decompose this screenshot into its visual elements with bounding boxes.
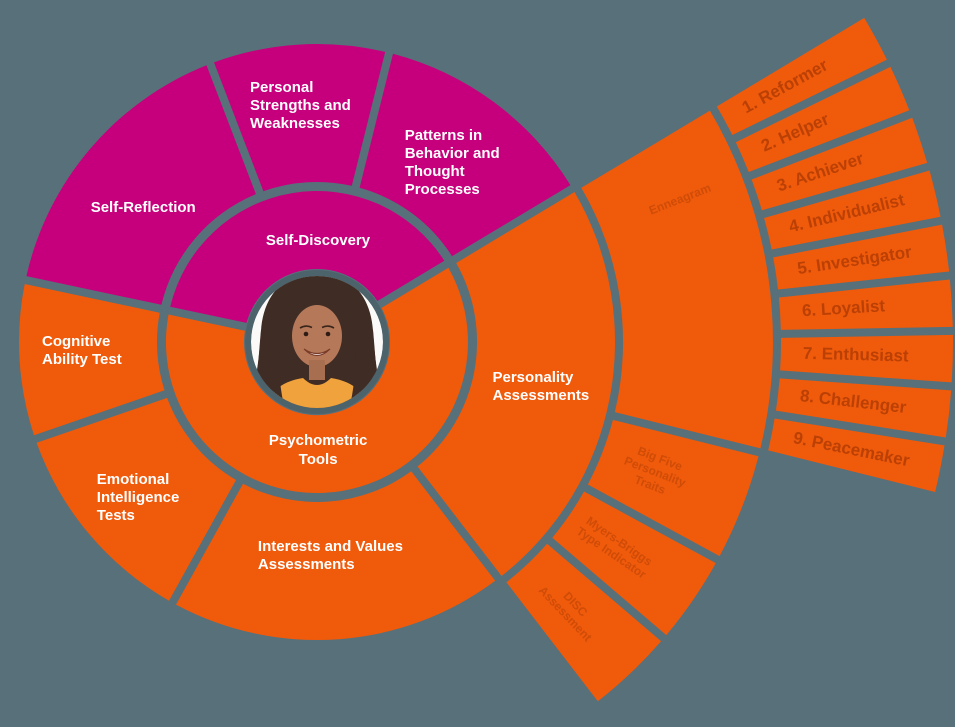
portrait-eye-left [303,331,309,337]
segment-psychometric-tools[interactable] [165,267,468,494]
segment-self-discovery[interactable] [170,191,445,323]
segment-type-9-peacemaker[interactable] [768,418,945,493]
portrait-eye-right [325,331,331,337]
photo-border-ring [245,270,389,414]
segment-interests-and-values-assessments[interactable] [176,471,496,641]
segment-type-6-loyalist[interactable] [778,279,953,330]
portrait-brow-right [321,325,335,329]
portrait-neck [309,360,325,380]
segment-type-2-helper[interactable] [735,66,910,172]
portrait-hair-fringe [289,283,345,322]
segment-personal-strengths-and-weaknesses[interactable] [214,44,386,192]
segment-big-five-personality-traits[interactable] [587,419,759,557]
segment-type-4-individualist[interactable] [764,170,941,250]
segment-patterns-in-behavior-and-thought-processes[interactable] [359,53,571,257]
label-self-reflection: Self-Reflection [91,199,196,216]
segment-myers-briggs-type-indicator[interactable] [552,491,716,636]
segment-type-8-challenger[interactable] [775,378,952,438]
segment-disc-assessment[interactable] [506,543,662,702]
portrait-shirt [270,378,364,408]
segment-type-5-investigator[interactable] [773,224,950,290]
center-photo [245,270,389,414]
label-self-discovery: Self-Discovery [266,232,371,249]
portrait-brow-left [299,325,313,329]
label-type-7-enthusiast: 7. Enthusiast [803,344,910,366]
segment-self-reflection[interactable] [26,65,256,305]
sunburst-segments [19,17,954,702]
segment-type-1-reformer[interactable] [716,17,887,135]
segment-personality-assessments[interactable] [417,192,616,576]
segment-enneagram[interactable] [581,110,773,449]
portrait-face [292,305,342,367]
portrait-smile [303,348,331,357]
segment-type-7-enthusiast[interactable] [780,334,954,383]
segment-emotional-intelligence-tests[interactable] [36,397,236,601]
segment-cognitive-ability-test[interactable] [19,284,165,436]
segment-type-3-achiever[interactable] [751,117,928,211]
